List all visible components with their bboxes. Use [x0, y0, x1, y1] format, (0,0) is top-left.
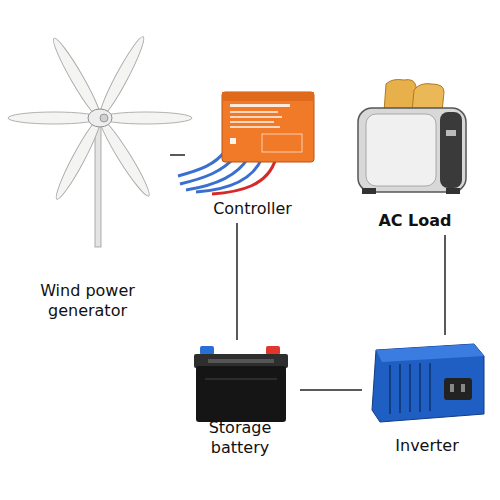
component-label: AC Load: [345, 211, 485, 231]
connector-line: [170, 155, 185, 156]
component-node: Inverter: [362, 335, 492, 460]
wire: [300, 389, 362, 391]
component-label: Controller: [185, 199, 320, 219]
connector-line: [237, 223, 238, 340]
wire: [170, 154, 185, 156]
toaster: [358, 80, 466, 195]
component-label: Storage battery: [180, 418, 300, 458]
component-node: AC Load: [345, 75, 485, 235]
wind-turbine: [8, 34, 192, 247]
component-label: Inverter: [362, 436, 492, 456]
wire: [236, 223, 238, 340]
component-label: Wind power generator: [5, 281, 170, 321]
connector-line: [300, 390, 362, 391]
wire: [444, 235, 446, 335]
charge-controller: [178, 92, 314, 194]
component-node: Storage battery: [180, 340, 300, 462]
component-node: Wind power generator: [5, 30, 170, 325]
connector-line: [445, 235, 446, 335]
component-node: Controller: [185, 85, 320, 223]
inverter: [372, 344, 484, 422]
battery: [194, 346, 288, 422]
